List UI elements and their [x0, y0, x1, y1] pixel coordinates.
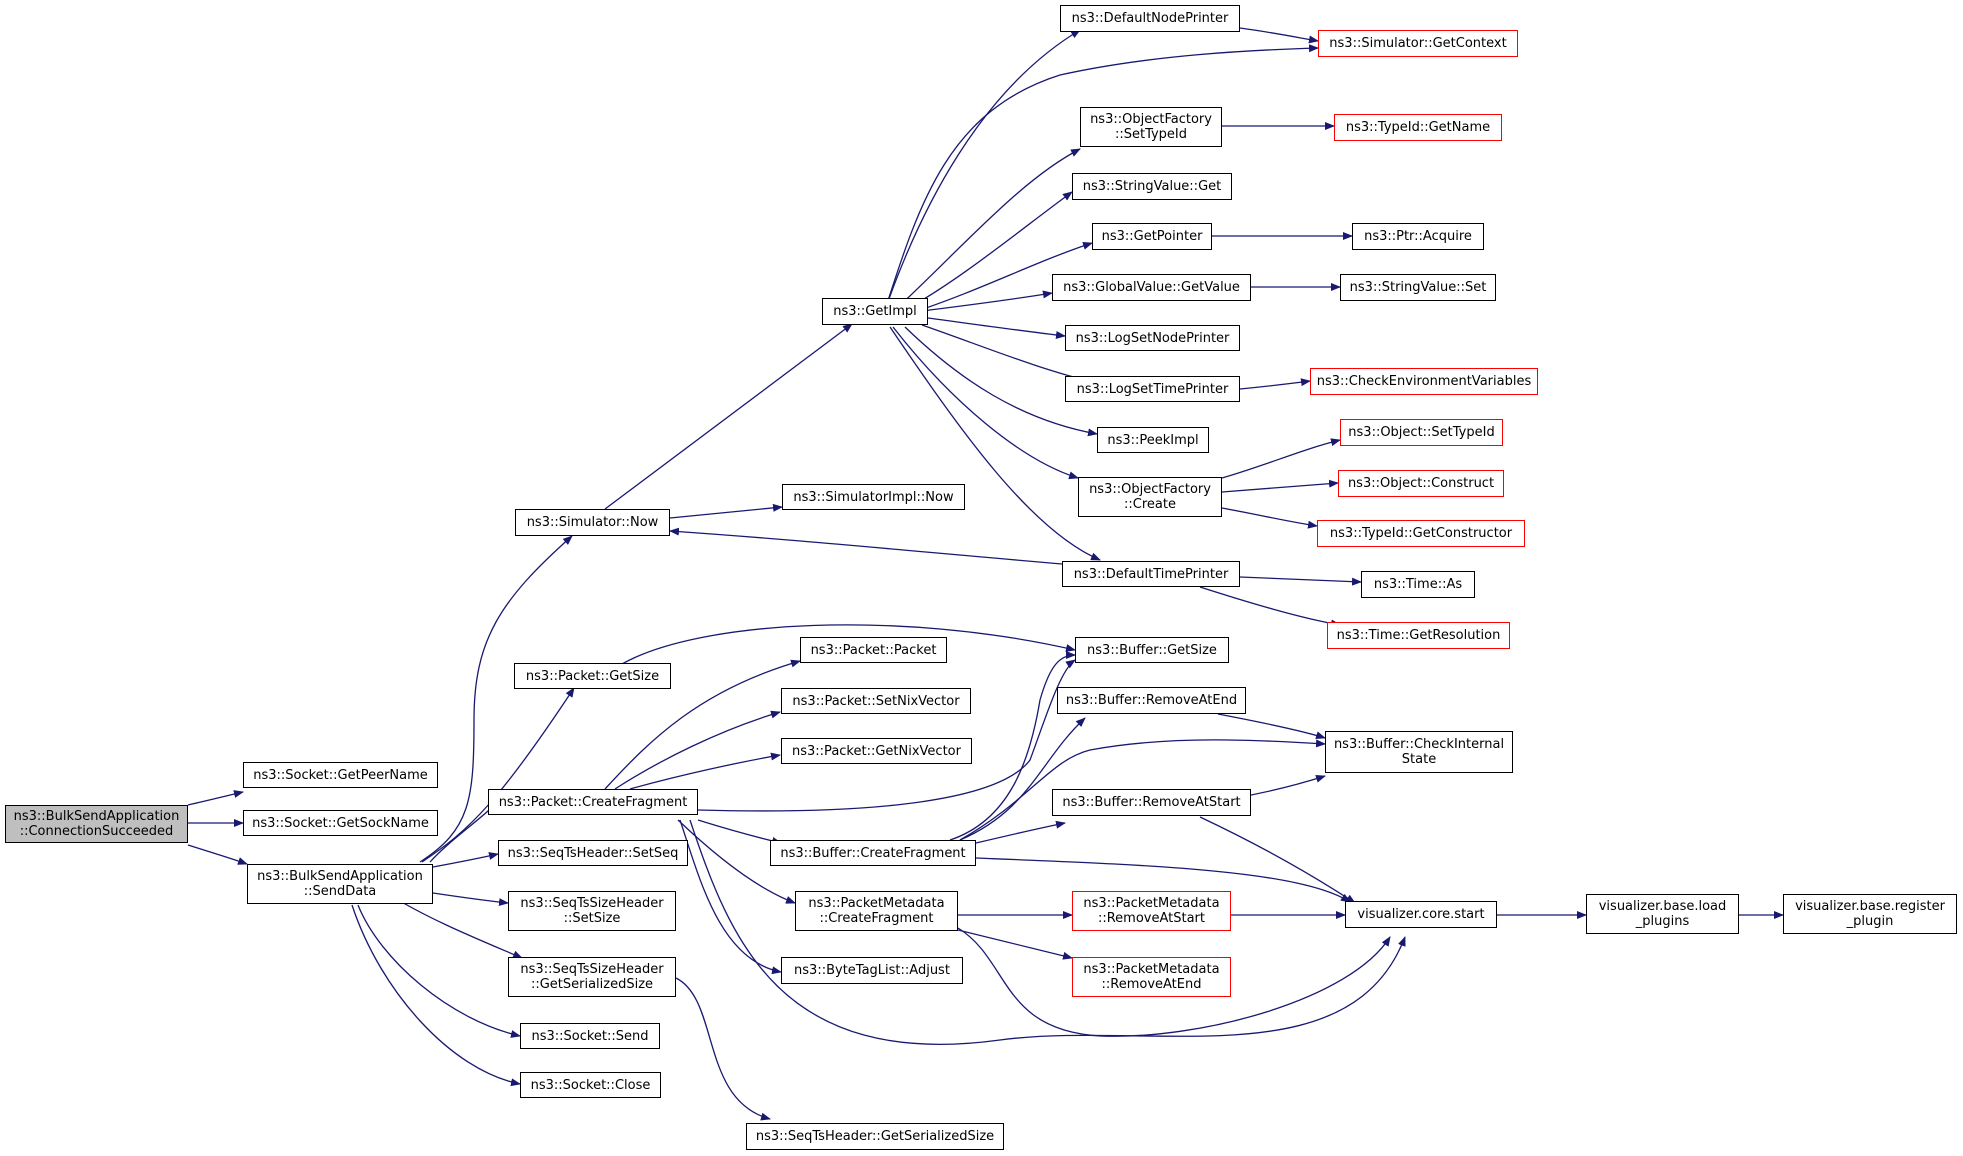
- edge-senddata-send: [357, 904, 521, 1038]
- edge-objfactorycreate-objsettypeid: [1221, 438, 1341, 479]
- function-node-packet-getsize[interactable]: ns3::Packet::GetSize: [514, 663, 671, 689]
- function-node-packet-setnixvector[interactable]: ns3::Packet::SetNixVector: [781, 688, 971, 714]
- edge-defaulttimeprinter-timeas: [1239, 576, 1362, 586]
- edge-logtimeprinter-checkenv: [1239, 378, 1311, 390]
- edge-root-senddata: [187, 844, 248, 865]
- function-node-simulator-getcontext[interactable]: ns3::Simulator::GetContext: [1318, 30, 1518, 57]
- edge-getimpl-peekimpl: [904, 326, 1098, 437]
- function-node-packetmetadata-createfragment[interactable]: ns3::PacketMetadata::CreateFragment: [795, 891, 958, 931]
- edge-simnow-simimplnow: [669, 503, 783, 519]
- edge-removeatstart-vizstart: [1199, 816, 1356, 904]
- function-node-packetmetadata-removeatstart[interactable]: ns3::PacketMetadata::RemoveAtStart: [1072, 891, 1231, 931]
- function-node-buffer-createfragment[interactable]: ns3::Buffer::CreateFragment: [770, 840, 976, 866]
- function-node-visualizer-core-start[interactable]: visualizer.core.start: [1345, 901, 1497, 928]
- function-node-socket-send[interactable]: ns3::Socket::Send: [520, 1023, 660, 1049]
- function-node-getimpl[interactable]: ns3::GetImpl: [822, 298, 928, 325]
- edge-cf-getnix: [629, 752, 781, 790]
- edge-getimpl-getcontext: [884, 44, 1319, 311]
- edge-senddata-getserialized: [389, 894, 523, 959]
- function-node-stringvalue-set[interactable]: ns3::StringValue::Set: [1340, 274, 1496, 301]
- function-node-time-getresolution[interactable]: ns3::Time::GetResolution: [1327, 622, 1510, 649]
- edge-senddata-simnow: [419, 535, 573, 863]
- function-node-socket-getpeername[interactable]: ns3::Socket::GetPeerName: [243, 762, 438, 788]
- edge-bcf-removeatstart: [975, 820, 1066, 844]
- edge-senddata-setseq: [432, 852, 499, 868]
- function-node-checkenvironmentvariables[interactable]: ns3::CheckEnvironmentVariables: [1310, 368, 1538, 395]
- edge-objfactorycreate-objconstruct: [1221, 479, 1339, 493]
- edge-pmcf-vizstart: [957, 927, 1391, 1037]
- edge-getimpl-globalvalue: [921, 290, 1053, 312]
- function-node-typeid-getconstructor[interactable]: ns3::TypeId::GetConstructor: [1317, 520, 1525, 547]
- edge-bcf-vizstart: [975, 857, 1351, 903]
- function-node-bytetaglist-adjust[interactable]: ns3::ByteTagList::Adjust: [781, 957, 963, 984]
- function-node-stringvalue-get[interactable]: ns3::StringValue::Get: [1072, 173, 1232, 200]
- function-node-packet-createfragment[interactable]: ns3::Packet::CreateFragment: [488, 789, 698, 815]
- edge-senddata-close: [351, 904, 521, 1087]
- function-node-defaultnodeprinter[interactable]: ns3::DefaultNodePrinter: [1060, 5, 1240, 32]
- edge-getimpl-defaulttimeprinter: [889, 326, 1101, 561]
- edge-senddata-setsize: [432, 892, 509, 907]
- edge-bcf-removeatend: [959, 717, 1086, 841]
- edge-getsize-buffergetsize: [621, 624, 1076, 665]
- function-node-objectfactory-create[interactable]: ns3::ObjectFactory::Create: [1078, 477, 1222, 517]
- function-node-bulksendapplication-connectionsucceeded: ns3::BulkSendApplication::ConnectionSucc…: [5, 805, 188, 843]
- function-node-bulksendapplication-senddata[interactable]: ns3::BulkSendApplication::SendData: [247, 864, 433, 904]
- edge-bcf-getsize: [949, 651, 1076, 841]
- function-node-objectfactory-settypeid[interactable]: ns3::ObjectFactory::SetTypeId: [1080, 107, 1222, 147]
- edge-removeatend-checkinternal: [1217, 713, 1326, 740]
- edge-root-getpeername: [187, 790, 244, 806]
- function-node-logsettimeprinter[interactable]: ns3::LogSetTimePrinter: [1065, 376, 1240, 402]
- edge-defaultnodeprinter-getcontext: [1239, 27, 1319, 44]
- function-node-getpointer[interactable]: ns3::GetPointer: [1092, 223, 1212, 250]
- edge-cf-buffercf: [697, 819, 782, 845]
- function-node-logsetnodeprinter[interactable]: ns3::LogSetNodePrinter: [1065, 325, 1240, 351]
- function-node-simulatorimpl-now[interactable]: ns3::SimulatorImpl::Now: [782, 484, 965, 510]
- edge-getimpl-lognodeprinter: [927, 317, 1066, 339]
- function-node-typeid-getname[interactable]: ns3::TypeId::GetName: [1334, 114, 1502, 141]
- function-node-peekimpl[interactable]: ns3::PeekImpl: [1097, 427, 1209, 453]
- edge-simnow-getimpl: [604, 323, 853, 510]
- function-node-time-as[interactable]: ns3::Time::As: [1361, 571, 1475, 598]
- edge-getimpl-getpointer: [919, 241, 1093, 311]
- function-node-object-settypeid[interactable]: ns3::Object::SetTypeId: [1340, 419, 1503, 446]
- function-node-defaulttimeprinter[interactable]: ns3::DefaultTimePrinter: [1062, 561, 1240, 587]
- edge-getimpl-objfactorycreate: [892, 326, 1079, 480]
- function-node-ptr-acquire[interactable]: ns3::Ptr::Acquire: [1352, 223, 1484, 250]
- edge-getserialized-seqtsgetserialized: [675, 977, 771, 1121]
- edge-defaulttimeprinter-timegetresolution: [1199, 586, 1341, 628]
- edge-getimpl-defaultnodeprinter: [884, 29, 1081, 311]
- edge-getimpl-setypeid: [894, 148, 1081, 311]
- function-node-socket-getsockname[interactable]: ns3::Socket::GetSockName: [243, 810, 438, 836]
- edge-cf-pmcf: [677, 819, 796, 904]
- edge-getimpl-stringvalueget: [904, 191, 1073, 311]
- edge-cf-vizstart: [689, 819, 1406, 1045]
- edge-cf-buffergetsize: [697, 659, 1076, 812]
- function-node-visualizer-base-registerplugin[interactable]: visualizer.base.register_plugin: [1783, 894, 1957, 934]
- edge-senddata-getsize: [421, 687, 575, 863]
- edge-cf-setnix: [614, 710, 781, 790]
- function-node-seqtssizeheader-setsize[interactable]: ns3::SeqTsSizeHeader::SetSize: [508, 891, 676, 931]
- edge-objfactorycreate-gettypeconstructor: [1221, 507, 1318, 529]
- function-node-buffer-removeatend[interactable]: ns3::Buffer::RemoveAtEnd: [1057, 687, 1246, 714]
- function-node-seqtsheader-getserializedsize[interactable]: ns3::SeqTsHeader::GetSerializedSize: [746, 1123, 1004, 1150]
- function-node-seqtsheader-setseq[interactable]: ns3::SeqTsHeader::SetSeq: [498, 840, 688, 866]
- edge-cf-bytetag: [679, 819, 782, 975]
- function-node-visualizer-base-loadplugins[interactable]: visualizer.base.load_plugins: [1586, 894, 1739, 934]
- function-node-buffer-getsize[interactable]: ns3::Buffer::GetSize: [1075, 637, 1229, 663]
- function-node-object-construct[interactable]: ns3::Object::Construct: [1338, 470, 1504, 497]
- edge-pmcf-pmremoveatend: [957, 929, 1073, 960]
- function-node-packet-packet[interactable]: ns3::Packet::Packet: [800, 637, 947, 663]
- edge-bcf-checkinternal: [959, 739, 1326, 841]
- function-node-packet-getnixvector[interactable]: ns3::Packet::GetNixVector: [781, 738, 972, 764]
- edge-cf-packet: [604, 659, 801, 790]
- function-node-simulator-now[interactable]: ns3::Simulator::Now: [515, 509, 670, 536]
- function-node-globalvalue-getvalue[interactable]: ns3::GlobalValue::GetValue: [1052, 274, 1251, 301]
- edge-defaulttimeprinter-simnow: [669, 527, 1063, 565]
- function-node-socket-close[interactable]: ns3::Socket::Close: [520, 1072, 661, 1098]
- function-node-packetmetadata-removeatend[interactable]: ns3::PacketMetadata::RemoveAtEnd: [1072, 957, 1231, 997]
- function-node-buffer-removeatstart[interactable]: ns3::Buffer::RemoveAtStart: [1052, 789, 1251, 816]
- function-node-seqtssizeheader-getserializedsize[interactable]: ns3::SeqTsSizeHeader::GetSerializedSize: [508, 957, 676, 997]
